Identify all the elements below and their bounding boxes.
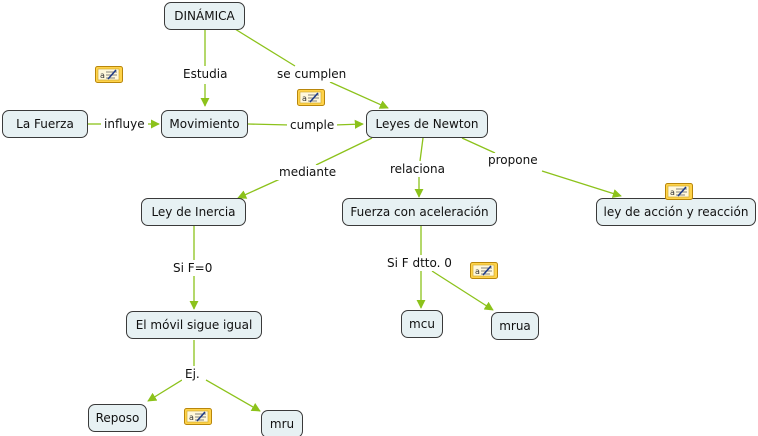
node-leyes-de-newton[interactable]: Leyes de Newton	[366, 110, 488, 138]
link-label-si-f-dtto-0[interactable]: Si F dtto. 0	[384, 256, 455, 271]
link-movimiento-cumple	[247, 123, 291, 126]
svg-text:a: a	[670, 188, 675, 197]
note-icon[interactable]: a	[665, 183, 693, 200]
link-label-influye[interactable]: influye	[101, 117, 148, 132]
link-propone-accion	[541, 170, 622, 198]
link-secumplen-newton	[329, 81, 389, 109]
note-icon[interactable]: a	[95, 66, 123, 83]
node-reposo[interactable]: Reposo	[88, 404, 147, 432]
node-el-movil-sigue-igual[interactable]: El móvil sigue igual	[126, 311, 262, 339]
link-label-propone[interactable]: propone	[485, 153, 541, 168]
link-label-estudia[interactable]: Estudia	[180, 67, 231, 82]
svg-text:a: a	[475, 267, 480, 276]
node-ley-de-inercia[interactable]: Ley de Inercia	[141, 198, 246, 226]
link-sifdtto-mrua	[431, 270, 494, 311]
link-label-mediante[interactable]: mediante	[276, 165, 340, 180]
link-label-se-cumplen[interactable]: se cumplen	[274, 67, 350, 82]
node-mru[interactable]: mru	[261, 410, 303, 436]
link-label-cumple[interactable]: cumple	[287, 118, 338, 133]
note-icon[interactable]: a	[184, 408, 212, 425]
node-la-fuerza[interactable]: La Fuerza	[2, 110, 88, 138]
svg-text:a: a	[302, 94, 307, 103]
note-icon[interactable]: a	[470, 262, 498, 279]
link-newton-propone	[461, 137, 496, 154]
svg-text:a: a	[189, 413, 194, 422]
link-label-relaciona[interactable]: relaciona	[387, 162, 448, 177]
node-movimiento[interactable]: Movimiento	[161, 110, 248, 138]
link-label-ej[interactable]: Ej.	[182, 367, 203, 382]
link-newton-relaciona	[419, 137, 424, 162]
link-ej-reposo	[147, 379, 183, 402]
node-ley-de-accion-y-reaccion[interactable]: ley de acción y reacción	[596, 198, 756, 226]
link-label-si-f-0[interactable]: Si F=0	[170, 261, 216, 276]
node-mcu[interactable]: mcu	[401, 310, 443, 338]
node-dinamica[interactable]: DINÁMICA	[164, 2, 245, 30]
link-dinamica-secumplen	[234, 28, 296, 67]
link-cumple-newton	[333, 119, 364, 129]
node-mrua[interactable]: mrua	[491, 312, 539, 340]
node-fuerza-con-aceleracion[interactable]: Fuerza con aceleración	[342, 198, 497, 226]
link-mediante-inercia	[237, 178, 281, 199]
svg-text:a: a	[100, 71, 105, 80]
note-icon[interactable]: a	[297, 89, 325, 106]
link-ej-mru	[205, 379, 261, 412]
link-newton-mediante	[315, 137, 373, 166]
